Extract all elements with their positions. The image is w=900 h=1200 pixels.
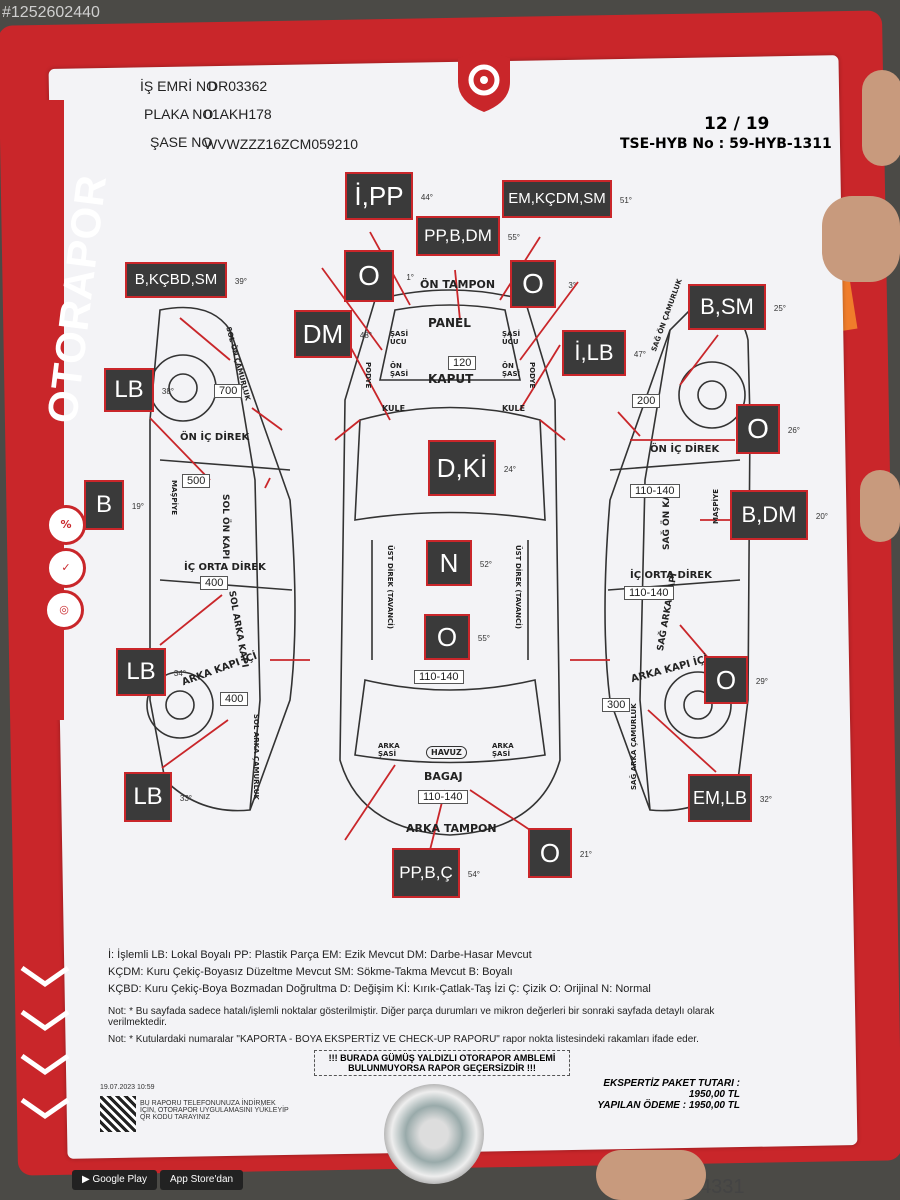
label-sasi-ucu-right: ŞASİ UCU [502, 330, 521, 346]
label-kaput: KAPUT [428, 372, 474, 386]
label-arka-sasi-right: ARKA ŞASİ [492, 742, 514, 758]
google-play-button[interactable]: ▶ Google Play [72, 1170, 157, 1190]
micron-value: 110-140 [418, 790, 468, 804]
label-on-sasi-left: ÖN ŞASİ [390, 362, 409, 378]
legend-line: İ: İşlemli LB: Lokal Boyalı PP: Plastik … [108, 949, 532, 961]
fee-odeme: YAPILAN ÖDEME : 1950,00 TL [597, 1100, 740, 1111]
legend-line: KÇDM: Kuru Çekiç-Boyasız Düzeltme Mevcut… [108, 966, 513, 978]
watermark-id: #1252602440 [2, 4, 100, 21]
page-number: 12 / 19 [704, 114, 770, 134]
micron-value: 700 [214, 384, 243, 398]
label-bagaj: BAGAJ [424, 770, 463, 783]
label-sol-on-kapi: SOL ÖN KAPI [220, 494, 230, 560]
badge-check-icon: ✓ [46, 548, 86, 588]
micron-value: 110-140 [414, 670, 464, 684]
plaka-value: 01AKH178 [204, 106, 272, 122]
micron-value: 120 [448, 356, 477, 370]
app-instructions: BU RAPORU TELEFONUNUZA İNDİRMEK İÇİN, OT… [140, 1100, 289, 1121]
label-podye-right: PODYE [528, 362, 536, 389]
warning-box: !!! BURADA GÜMÜŞ YALDIZLI OTORAPOR AMBLE… [314, 1050, 570, 1076]
badge-501-icon: ◎ [44, 590, 84, 630]
micron-value: 300 [602, 698, 631, 712]
label-on-tampon: ÖN TAMPON [420, 278, 496, 291]
label-ust-direk-left: ÜST DİREK (TAVANCİ) [386, 545, 394, 629]
badge-100-icon: % [46, 505, 86, 545]
chevron-icon [20, 1010, 70, 1032]
label-podye-left: PODYE [364, 362, 372, 389]
label-sag-arka-camurluk: SAĞ ARKA ÇAMURLUK [630, 703, 638, 790]
label-on-sasi-right: ÖN ŞASİ [502, 362, 521, 378]
fees: EKSPERTİZ PAKET TUTARI : 1950,00 TL YAPI… [590, 1078, 740, 1111]
qr-code-icon [100, 1096, 136, 1132]
legend-line: KÇBD: Kuru Çekiç-Boya Bozmadan Doğrultma… [108, 983, 651, 995]
plaka-label: PLAKA NO [144, 106, 214, 122]
legend: İ: İşlemli LB: Lokal Boyalı PP: Plastik … [108, 948, 748, 999]
chevron-icon [20, 1054, 70, 1076]
otorapor-shield-icon [458, 50, 510, 112]
report-date: 19.07.2023 10:59 [100, 1084, 155, 1091]
fee-paket: EKSPERTİZ PAKET TUTARI : 1950,00 TL [603, 1078, 740, 1100]
finger-top-right [822, 196, 900, 282]
label-panel: PANEL [428, 316, 471, 330]
micron-value: 400 [220, 692, 249, 706]
micron-value: 200 [632, 394, 661, 408]
hologram-seal-icon [384, 1084, 484, 1184]
micron-value: 110-140 [630, 484, 680, 498]
finger-upper-right [862, 70, 900, 166]
label-right-ic-orta-direk: İÇ ORTA DİREK [630, 570, 712, 581]
label-ust-direk-right: ÜST DİREK (TAVANCİ) [514, 545, 522, 629]
label-sol-arka-camurluk: SOL ARKA ÇAMURLUK [252, 714, 260, 800]
finger-mid-right [860, 470, 900, 542]
chevron-icon [20, 1098, 70, 1120]
is-emri-label: İŞ EMRİ NO [140, 78, 218, 94]
sase-value: WVWZZZ16ZCM059210 [204, 136, 359, 152]
micron-value: 110-140 [624, 586, 674, 600]
micron-value: 500 [182, 474, 211, 488]
is-emri-value: DR03362 [208, 78, 268, 94]
label-sasi-ucu-left: ŞASİ UCU [390, 330, 409, 346]
label-right-on-ic-direk: ÖN İÇ DİREK [650, 444, 720, 455]
label-right-maspiye: MAŞPİYE [712, 488, 720, 524]
label-kule-left: KULE [382, 404, 406, 413]
tse-number: TSE-HYB No : 59-HYB-1311 [620, 136, 832, 152]
label-left-on-ic-direk: ÖN İÇ DİREK [180, 432, 250, 443]
finger-bottom [596, 1150, 706, 1200]
label-havuz: HAVUZ [426, 746, 467, 759]
label-kule-right: KULE [502, 404, 526, 413]
note-2: Not: * Kutulardaki numaralar "KAPORTA - … [108, 1034, 699, 1045]
note-1: Not: * Bu sayfada sadece hatalı/işlemli … [108, 1006, 715, 1028]
serial-number: 4331 [700, 1176, 745, 1198]
label-arka-tampon: ARKA TAMPON [406, 822, 497, 835]
label-left-maspiye: MAŞPİYE [170, 480, 178, 516]
app-store-button[interactable]: App Store'dan [160, 1170, 244, 1190]
sase-label: ŞASE NO [150, 134, 213, 150]
micron-value: 400 [200, 576, 229, 590]
chevron-icon [20, 966, 70, 988]
label-left-ic-orta-direk: İÇ ORTA DİREK [184, 562, 266, 573]
label-arka-sasi-left: ARKA ŞASİ [378, 742, 400, 758]
